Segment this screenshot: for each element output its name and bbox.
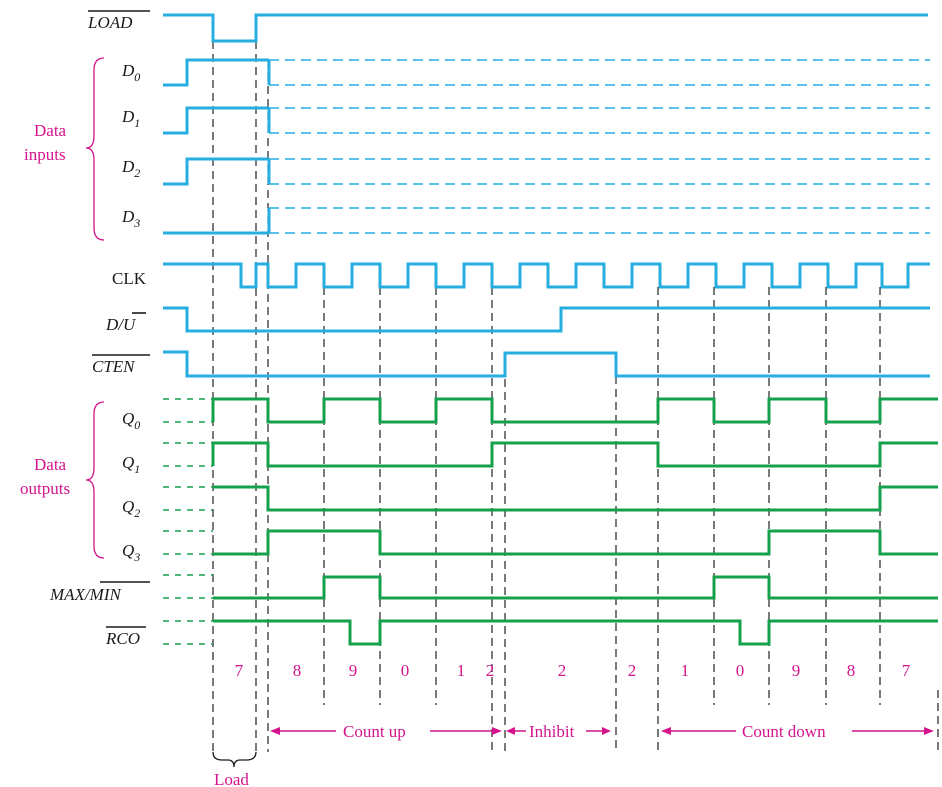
signal-labels: LOAD D0 D1 D2 D3 CLK D/U CTEN Q0 Q1 Q2 Q… bbox=[49, 10, 150, 648]
count-up-arrowhead-right bbox=[492, 727, 502, 735]
q3-waveform bbox=[213, 529, 938, 556]
rco-waveform bbox=[213, 619, 938, 646]
d2-label: D2 bbox=[121, 157, 140, 180]
count-value: 1 bbox=[457, 661, 466, 680]
phase-annotations: Count up Inhibit Count down Load bbox=[212, 722, 934, 787]
data-inputs-label-1: Data bbox=[34, 121, 67, 140]
q2-waveform bbox=[213, 485, 938, 512]
data-outputs-brace bbox=[85, 401, 105, 559]
count-value: 7 bbox=[235, 661, 244, 680]
q0-label: Q0 bbox=[122, 409, 140, 432]
data-inputs-label-2: inputs bbox=[24, 145, 66, 164]
count-down-arrowhead-right bbox=[924, 727, 934, 735]
clk-label: CLK bbox=[112, 269, 147, 288]
count-value: 9 bbox=[792, 661, 801, 680]
q0-waveform bbox=[211, 397, 938, 424]
data-inputs-brace bbox=[85, 57, 105, 241]
count-value: 0 bbox=[401, 661, 410, 680]
count-up-arrowhead-left bbox=[270, 727, 280, 735]
q1-label: Q1 bbox=[122, 453, 140, 476]
count-down-arrowhead-left bbox=[661, 727, 671, 735]
maxmin-label: MAX/MIN bbox=[49, 585, 122, 604]
load-brace bbox=[212, 751, 257, 768]
data-inputs-group: Data inputs bbox=[24, 57, 105, 241]
count-value: 7 bbox=[902, 661, 911, 680]
inhibit-arrowhead-left bbox=[506, 727, 515, 735]
load-label: LOAD bbox=[87, 13, 133, 32]
du-label: D/U bbox=[105, 315, 137, 334]
data-outputs-group: Data outputs bbox=[20, 401, 105, 559]
inhibit-label: Inhibit bbox=[529, 722, 575, 741]
maxmin-waveform bbox=[213, 575, 938, 600]
input-waveforms bbox=[163, 13, 930, 378]
count-value: 2 bbox=[486, 661, 495, 680]
count-value: 8 bbox=[293, 661, 302, 680]
clk-waveform bbox=[163, 262, 930, 289]
d1-label: D1 bbox=[121, 107, 140, 130]
du-waveform bbox=[163, 306, 930, 333]
q2-label: Q2 bbox=[122, 497, 140, 520]
inhibit-arrowhead-right bbox=[602, 727, 611, 735]
d0-waveform bbox=[163, 58, 269, 87]
data-outputs-label-2: outputs bbox=[20, 479, 70, 498]
d3-label: D3 bbox=[121, 207, 140, 230]
count-value: 9 bbox=[349, 661, 358, 680]
d2-waveform bbox=[163, 157, 269, 186]
count-value: 0 bbox=[736, 661, 745, 680]
count-value: 2 bbox=[628, 661, 637, 680]
d1-waveform bbox=[163, 106, 269, 135]
q3-label: Q3 bbox=[122, 541, 140, 564]
output-waveforms bbox=[163, 397, 938, 646]
d0-label: D0 bbox=[121, 61, 140, 84]
cten-label: CTEN bbox=[92, 357, 136, 376]
count-value: 2 bbox=[558, 661, 567, 680]
q1-waveform bbox=[211, 441, 938, 468]
data-outputs-label-1: Data bbox=[34, 455, 67, 474]
clock-edge-guides bbox=[212, 15, 939, 752]
count-up-label: Count up bbox=[343, 722, 406, 741]
cten-waveform bbox=[163, 350, 930, 378]
load-phase-label: Load bbox=[214, 770, 249, 787]
count-value: 8 bbox=[847, 661, 856, 680]
count-down-label: Count down bbox=[742, 722, 826, 741]
count-value: 1 bbox=[681, 661, 690, 680]
load-waveform bbox=[163, 13, 928, 43]
rco-label: RCO bbox=[105, 629, 140, 648]
